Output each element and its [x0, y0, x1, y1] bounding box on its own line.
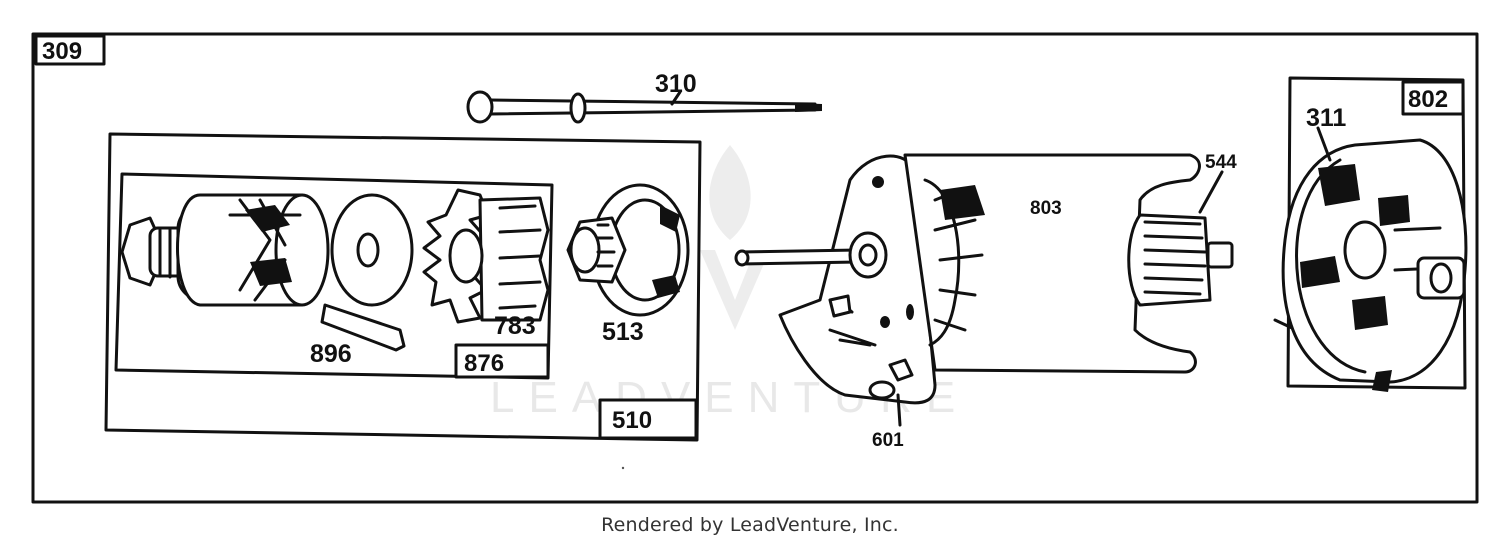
brush-end-cap	[1273, 138, 1468, 392]
drive-end-plate	[734, 154, 937, 405]
label-311: 311	[1306, 104, 1346, 132]
outer-label: 309	[42, 38, 82, 65]
armature-commutator	[1127, 213, 1234, 307]
footer-credit: Rendered by LeadVenture, Inc.	[601, 514, 899, 536]
pinion-gear	[422, 188, 550, 324]
drive-clutch-assembly	[120, 193, 330, 307]
label-544: 544	[1205, 152, 1237, 173]
label-876: 876	[464, 350, 504, 377]
housing-box-510	[104, 132, 702, 442]
thrust-washer	[330, 193, 414, 307]
through-bolt-310	[466, 90, 822, 124]
brush-end-label-frame	[1401, 80, 1465, 116]
label-896: 896	[310, 340, 352, 368]
motor-housing	[903, 153, 1201, 374]
label-310: 310	[655, 70, 697, 98]
outer-label-box	[34, 34, 106, 66]
label-803: 803	[1030, 198, 1062, 219]
label-513: 513	[602, 318, 644, 346]
label-783: 783	[494, 312, 536, 340]
label-510: 510	[612, 407, 652, 434]
drive-box-label-frame	[454, 343, 550, 379]
housing-box-label-frame	[598, 398, 698, 440]
label-802: 802	[1408, 86, 1448, 113]
woodruff-key	[320, 303, 406, 352]
stop-nut-assembly	[566, 183, 690, 317]
outer-frame	[31, 32, 1479, 504]
label-601: 601	[872, 430, 904, 451]
dot-artifact	[621, 466, 625, 470]
